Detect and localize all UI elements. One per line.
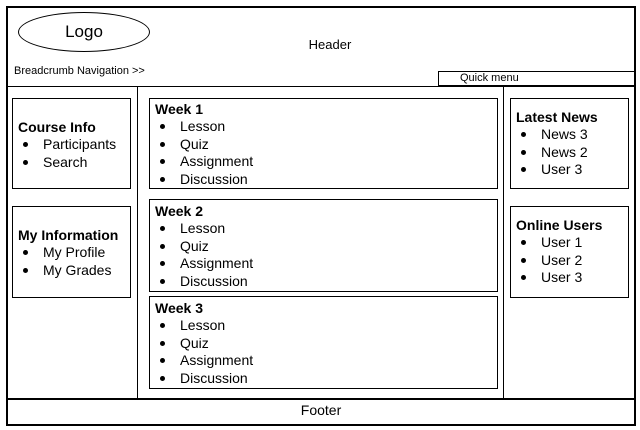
bullet-icon: [160, 124, 165, 129]
week-3-link-label: Quiz: [180, 334, 209, 351]
footer: Footer: [300, 402, 342, 418]
bullet-icon: [160, 243, 165, 249]
latest-news-link-label: News 3: [541, 126, 588, 142]
week-title: Week 2: [155, 203, 203, 219]
latest-news-link-label: User 3: [541, 161, 583, 177]
bullet-icon: [160, 141, 165, 147]
latest-news-link[interactable]: News 2: [516, 144, 628, 162]
week-3-link[interactable]: Discussion: [155, 370, 497, 388]
week-2-link-label: Lesson: [180, 220, 226, 236]
week-2-link[interactable]: Discussion: [155, 273, 497, 291]
bullet-icon: [521, 149, 526, 155]
bullet-icon: [160, 261, 165, 266]
bullet-icon: [160, 323, 165, 328]
breadcrumb[interactable]: Breadcrumb Navigation >>: [14, 65, 145, 77]
my-information-link[interactable]: My Grades: [18, 262, 130, 280]
week-1-link[interactable]: Lesson: [155, 118, 497, 136]
online-users-link-label: User 2: [541, 251, 583, 268]
bullet-icon: [23, 267, 28, 273]
week-2-link[interactable]: Quiz: [155, 238, 497, 256]
week-3-link-label: Discussion: [180, 369, 248, 386]
week-2-link-label: Discussion: [180, 272, 248, 289]
right-column-divider: [503, 86, 504, 398]
footer-divider: [8, 398, 634, 400]
week-3-link-label: Lesson: [180, 317, 226, 333]
online-users-link[interactable]: User 3: [516, 269, 628, 287]
course-info-link[interactable]: Search: [18, 154, 130, 172]
latest-news-link-label: News 2: [541, 143, 588, 160]
bullet-icon: [160, 278, 165, 284]
course-info-link[interactable]: Participants: [18, 136, 130, 154]
quick-menu-label: Quick menu: [460, 72, 519, 84]
week-3-link-label: Assignment: [180, 352, 254, 368]
online-users-link-label: User 1: [541, 234, 583, 250]
week-2-link-label: Assignment: [180, 255, 254, 271]
week-1-link-label: Discussion: [180, 170, 248, 187]
latest-news-title: Latest News: [516, 109, 598, 125]
bullet-icon: [23, 159, 28, 165]
week-1-link[interactable]: Assignment: [155, 153, 497, 171]
bullet-icon: [160, 159, 165, 164]
my-information-link-label: My Profile: [43, 244, 106, 260]
week-3-link[interactable]: Quiz: [155, 335, 497, 353]
week-2-link[interactable]: Assignment: [155, 255, 497, 273]
online-users-link-label: User 3: [541, 269, 583, 285]
bullet-icon: [160, 340, 165, 346]
week-3-link[interactable]: Assignment: [155, 352, 497, 370]
bullet-icon: [521, 132, 526, 137]
latest-news-link[interactable]: User 3: [516, 161, 628, 179]
bullet-icon: [160, 375, 165, 381]
online-users-link[interactable]: User 2: [516, 252, 628, 270]
course-info-title: Course Info: [18, 119, 96, 135]
bullet-icon: [160, 358, 165, 363]
week-2-link-label: Quiz: [180, 237, 209, 254]
week-1-link-label: Assignment: [180, 153, 254, 169]
online-users-title: Online Users: [516, 217, 603, 233]
week-1-link-label: Lesson: [180, 118, 226, 134]
header-title: Header: [308, 37, 352, 52]
bullet-icon: [23, 142, 28, 147]
quick-menu[interactable]: Quick menu: [438, 71, 635, 86]
bullet-icon: [160, 176, 165, 182]
course-info-link-label: Search: [43, 153, 88, 170]
page-frame: [6, 6, 636, 426]
left-column-divider: [137, 86, 138, 398]
my-information-link[interactable]: My Profile: [18, 244, 130, 262]
header-divider: [8, 86, 634, 87]
bullet-icon: [160, 226, 165, 231]
bullet-icon: [521, 275, 526, 280]
my-information-link-label: My Grades: [43, 261, 112, 278]
week-title: Week 1: [155, 101, 203, 117]
course-info-link-label: Participants: [43, 136, 117, 152]
week-1-link-label: Quiz: [180, 135, 209, 152]
week-2-link[interactable]: Lesson: [155, 220, 497, 238]
latest-news-link[interactable]: News 3: [516, 126, 628, 144]
logo-text: Logo: [65, 22, 103, 41]
week-1-link[interactable]: Discussion: [155, 171, 497, 189]
bullet-icon: [23, 250, 28, 255]
week-1-link[interactable]: Quiz: [155, 136, 497, 154]
bullet-icon: [521, 257, 526, 263]
bullet-icon: [521, 240, 526, 245]
week-title: Week 3: [155, 300, 203, 316]
my-information-title: My Information: [18, 227, 119, 243]
bullet-icon: [521, 167, 526, 172]
logo[interactable]: Logo: [18, 12, 150, 52]
online-users-link[interactable]: User 1: [516, 234, 628, 252]
week-3-link[interactable]: Lesson: [155, 317, 497, 335]
